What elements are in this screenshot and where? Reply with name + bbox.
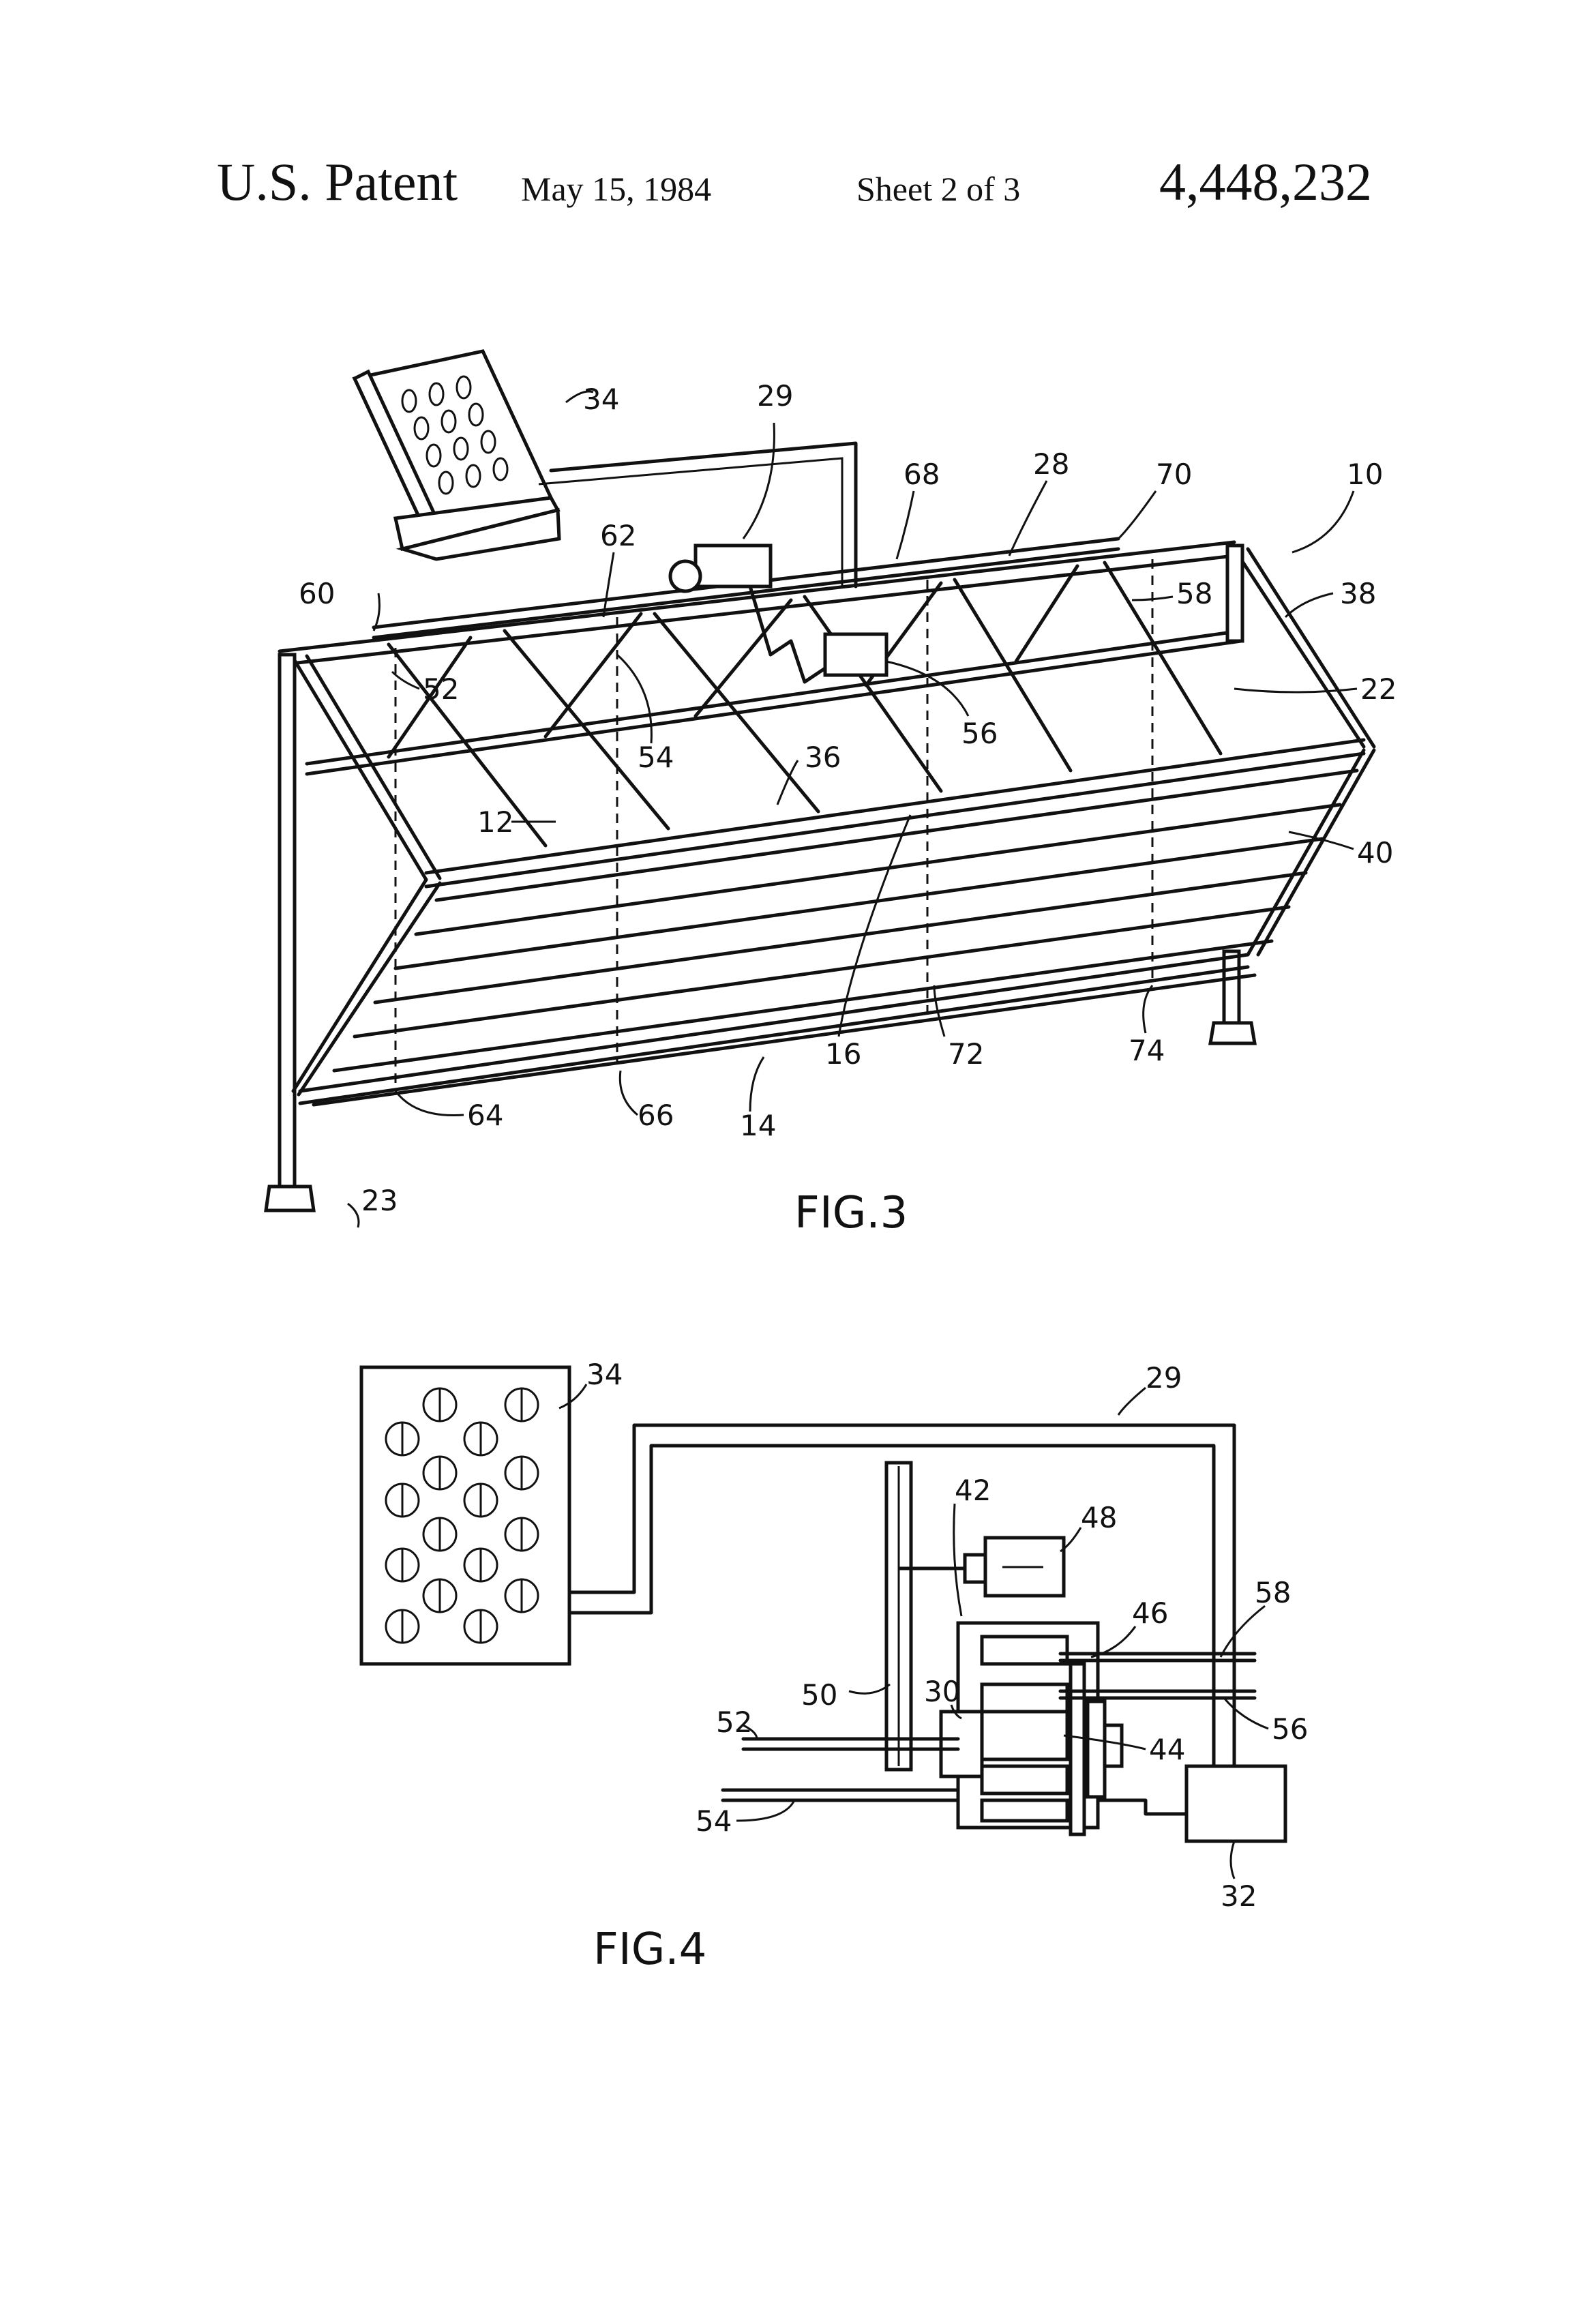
fig3-label-34: 34	[583, 383, 619, 416]
fig4-label-34: 34	[586, 1358, 623, 1391]
fig4-caption: FIG.4	[593, 1924, 706, 1975]
fig3-label-52: 52	[423, 672, 459, 706]
fig3-label-12: 12	[477, 805, 513, 839]
fig3-label-38: 38	[1340, 577, 1376, 610]
fig3-label-23: 23	[361, 1184, 398, 1217]
fig3-label-72: 72	[948, 1037, 984, 1071]
fig3-label-60: 60	[299, 577, 335, 610]
fig3-drawing	[266, 351, 1374, 1210]
fig3-caption: FIG.3	[794, 1188, 908, 1238]
fig3-label-64: 64	[467, 1099, 503, 1132]
fig4-label-56: 56	[1272, 1712, 1308, 1746]
fig3-label-74: 74	[1129, 1034, 1165, 1067]
fig3-label-28: 28	[1033, 447, 1069, 481]
fig3-label-10: 10	[1347, 458, 1383, 491]
fig3-label-36: 36	[805, 741, 841, 774]
fig4-label-46: 46	[1132, 1596, 1168, 1630]
fig3-label-29: 29	[757, 379, 793, 413]
fig3-label-14: 14	[740, 1109, 776, 1142]
fig4-label-52: 52	[716, 1705, 752, 1739]
fig4-label-42: 42	[955, 1474, 991, 1507]
fig3-solar-panel	[355, 351, 559, 559]
fig4-callouts: 34 29 42 48 58 46 50 30 52 44 56 54 32 F…	[586, 1358, 1308, 1975]
fig4-label-58: 58	[1255, 1576, 1291, 1609]
fig4-label-44: 44	[1149, 1733, 1185, 1766]
fig3-label-66: 66	[638, 1099, 674, 1132]
fig3-label-58: 58	[1176, 577, 1212, 610]
fig3-label-54: 54	[638, 741, 674, 774]
fig3-label-68: 68	[904, 458, 940, 491]
fig3-label-22: 22	[1360, 672, 1397, 706]
fig4-label-30: 30	[924, 1675, 960, 1708]
fig4-label-48: 48	[1081, 1501, 1117, 1534]
fig3-label-70: 70	[1156, 458, 1192, 491]
fig4-label-32: 32	[1221, 1879, 1257, 1913]
fig3-label-40: 40	[1357, 836, 1393, 869]
fig3-label-56: 56	[961, 717, 998, 750]
fig4-label-54: 54	[696, 1804, 732, 1838]
fig4-leaders	[559, 1384, 1268, 1879]
fig4-label-29: 29	[1146, 1361, 1182, 1395]
fig3-label-62: 62	[600, 519, 636, 552]
fig3-label-16: 16	[825, 1037, 861, 1071]
fig4-label-50: 50	[801, 1678, 837, 1712]
